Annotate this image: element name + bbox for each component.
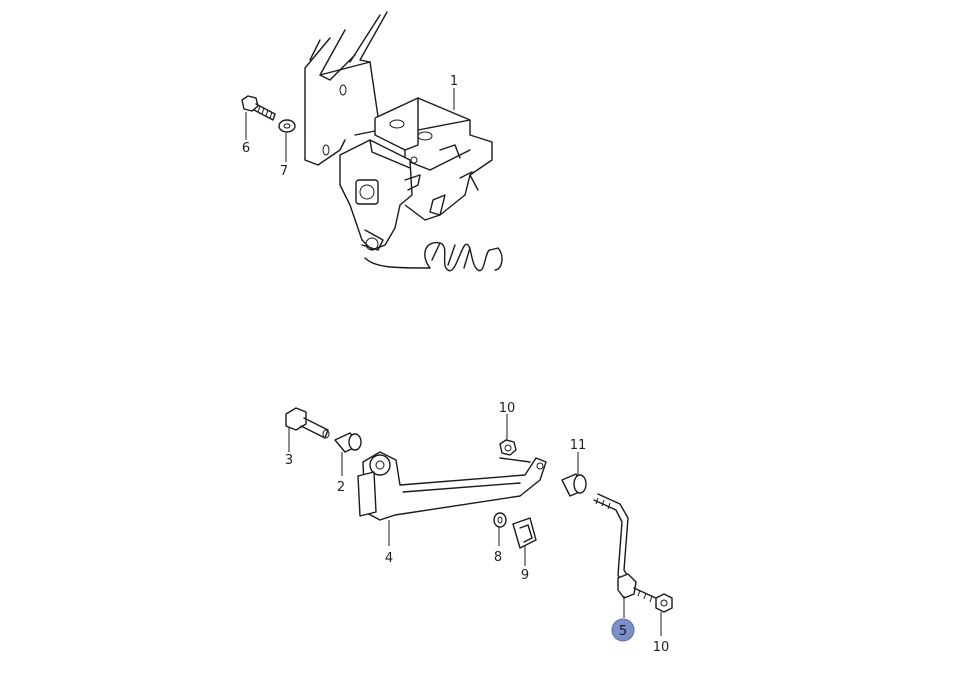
- callout-8-label: 8: [494, 550, 502, 565]
- callout-1-label: 1: [450, 74, 458, 89]
- nut-10-upper: [499, 439, 517, 456]
- return-spring: [364, 241, 503, 272]
- callout-2[interactable]: 2: [337, 452, 345, 495]
- callout-5[interactable]: 5: [611, 596, 635, 642]
- callout-7-label: 7: [280, 164, 288, 179]
- pedal-lever: [339, 139, 421, 251]
- washer-7: [278, 119, 296, 133]
- callout-4[interactable]: 4: [385, 520, 393, 566]
- bushing-2: [334, 432, 362, 453]
- callout-5-highlight: [611, 618, 635, 642]
- lower-assembly: [285, 407, 673, 613]
- callout-9[interactable]: 9: [521, 546, 529, 583]
- callout-8[interactable]: 8: [494, 527, 502, 565]
- callout-11-label: 11: [570, 438, 587, 453]
- callout-3-label: 3: [285, 453, 293, 468]
- bushing-11: [561, 473, 587, 497]
- washer-8: [493, 512, 507, 528]
- callout-4-label: 4: [385, 551, 393, 566]
- callout-10-lower-label: 10: [653, 640, 670, 655]
- callout-7[interactable]: 7: [280, 133, 288, 179]
- callout-11[interactable]: 11: [570, 438, 587, 476]
- nut-10-lower: [655, 593, 673, 613]
- callout-3[interactable]: 3: [285, 428, 293, 468]
- bolt-6: [241, 95, 276, 121]
- upper-assembly: [241, 11, 503, 272]
- callout-2-label: 2: [337, 480, 345, 495]
- callout-5-label: 5: [619, 624, 627, 639]
- callout-6[interactable]: 6: [242, 112, 250, 156]
- callout-10-upper[interactable]: 10: [499, 401, 516, 440]
- connecting-rod-5: [593, 493, 661, 603]
- callout-9-label: 9: [521, 568, 529, 583]
- callout-10-upper-label: 10: [499, 401, 516, 416]
- callout-10-lower[interactable]: 10: [653, 612, 670, 655]
- bolt-3: [285, 407, 330, 439]
- callout-6-label: 6: [242, 141, 250, 156]
- lever-4: [357, 451, 547, 521]
- callout-1[interactable]: 1: [450, 74, 458, 110]
- clip-9: [512, 517, 537, 549]
- mounting-bracket: [304, 11, 388, 166]
